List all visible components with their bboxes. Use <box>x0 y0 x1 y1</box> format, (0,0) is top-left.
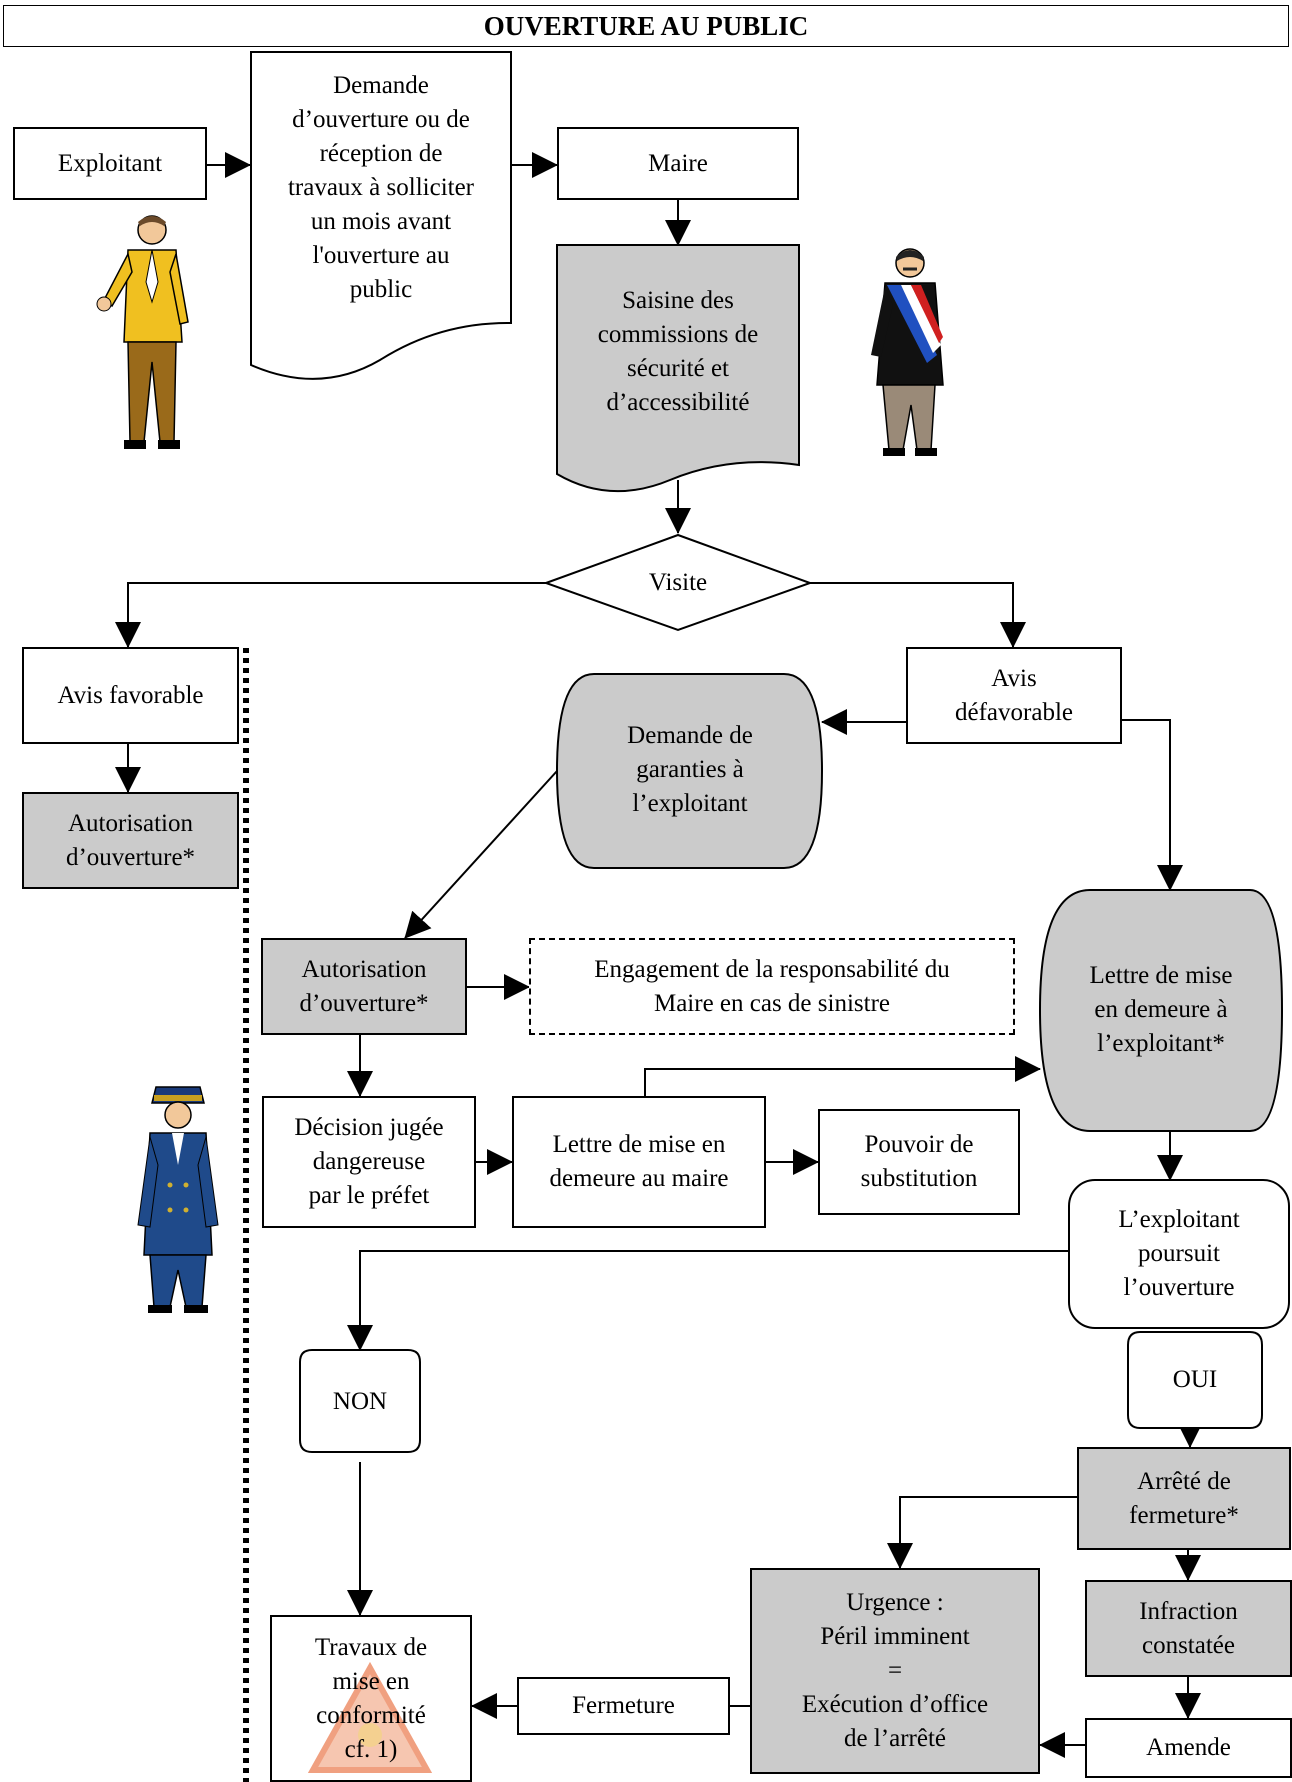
engagement-box: Engagement de la responsabilité du Maire… <box>529 938 1015 1035</box>
non-banner-shape <box>299 1349 421 1453</box>
demande-garanties-text: Demande de garanties à l’exploitant <box>627 722 753 817</box>
prefet-figure <box>137 1086 219 1313</box>
autorisation-mid-box: Autorisation d’ouverture* <box>261 938 467 1035</box>
autorisation-left-box: Autorisation d’ouverture* <box>22 792 239 889</box>
non-label: NON <box>332 1388 388 1415</box>
decision-box: Décision jugée dangereuse par le préfet <box>262 1096 476 1228</box>
saisine-document-shape <box>556 244 800 493</box>
visite-diamond <box>543 533 813 632</box>
oui-label: OUI <box>1172 1366 1218 1393</box>
exploitant-box: Exploitant <box>13 127 207 200</box>
poursuit-text: L’exploitant poursuit l’ouverture <box>1118 1206 1240 1301</box>
amende-box: Amende <box>1085 1718 1292 1778</box>
saisine-text: Saisine des commissions de sécurité et d… <box>597 287 759 416</box>
avis-favorable-box: Avis favorable <box>22 647 239 744</box>
visite-text: Visite <box>648 569 708 596</box>
maire-box: Maire <box>557 127 799 200</box>
demande-document-shape <box>250 51 512 380</box>
warning-sign-icon <box>307 1661 433 1773</box>
urgence-box: Urgence : Péril imminent = Exécution d’o… <box>750 1568 1040 1774</box>
exploitant-figure <box>96 215 189 449</box>
pouvoir-box: Pouvoir de substitution <box>818 1109 1020 1215</box>
fermeture-box: Fermeture <box>517 1677 730 1735</box>
lettre-maire-box: Lettre de mise en demeure au maire <box>512 1096 766 1228</box>
travaux-box: Travaux de mise en conformité cf. 1) <box>270 1615 472 1782</box>
arrete-box: Arrêté de fermeture* <box>1077 1447 1291 1550</box>
infraction-box: Infraction constatée <box>1085 1580 1292 1677</box>
lettre-exploitant-blob <box>1038 889 1284 1132</box>
page-title: OUVERTURE AU PUBLIC <box>3 5 1289 47</box>
lettre-exploitant-text: Lettre de mise en demeure à l’exploitant… <box>1089 962 1233 1057</box>
oui-banner-shape <box>1127 1331 1263 1429</box>
garanties-blob <box>555 673 824 869</box>
demande-ouverture-text: Demande d’ouverture ou de réception de t… <box>287 71 475 303</box>
avis-defavorable-box: Avis défavorable <box>906 647 1122 744</box>
maire-figure <box>871 248 944 456</box>
